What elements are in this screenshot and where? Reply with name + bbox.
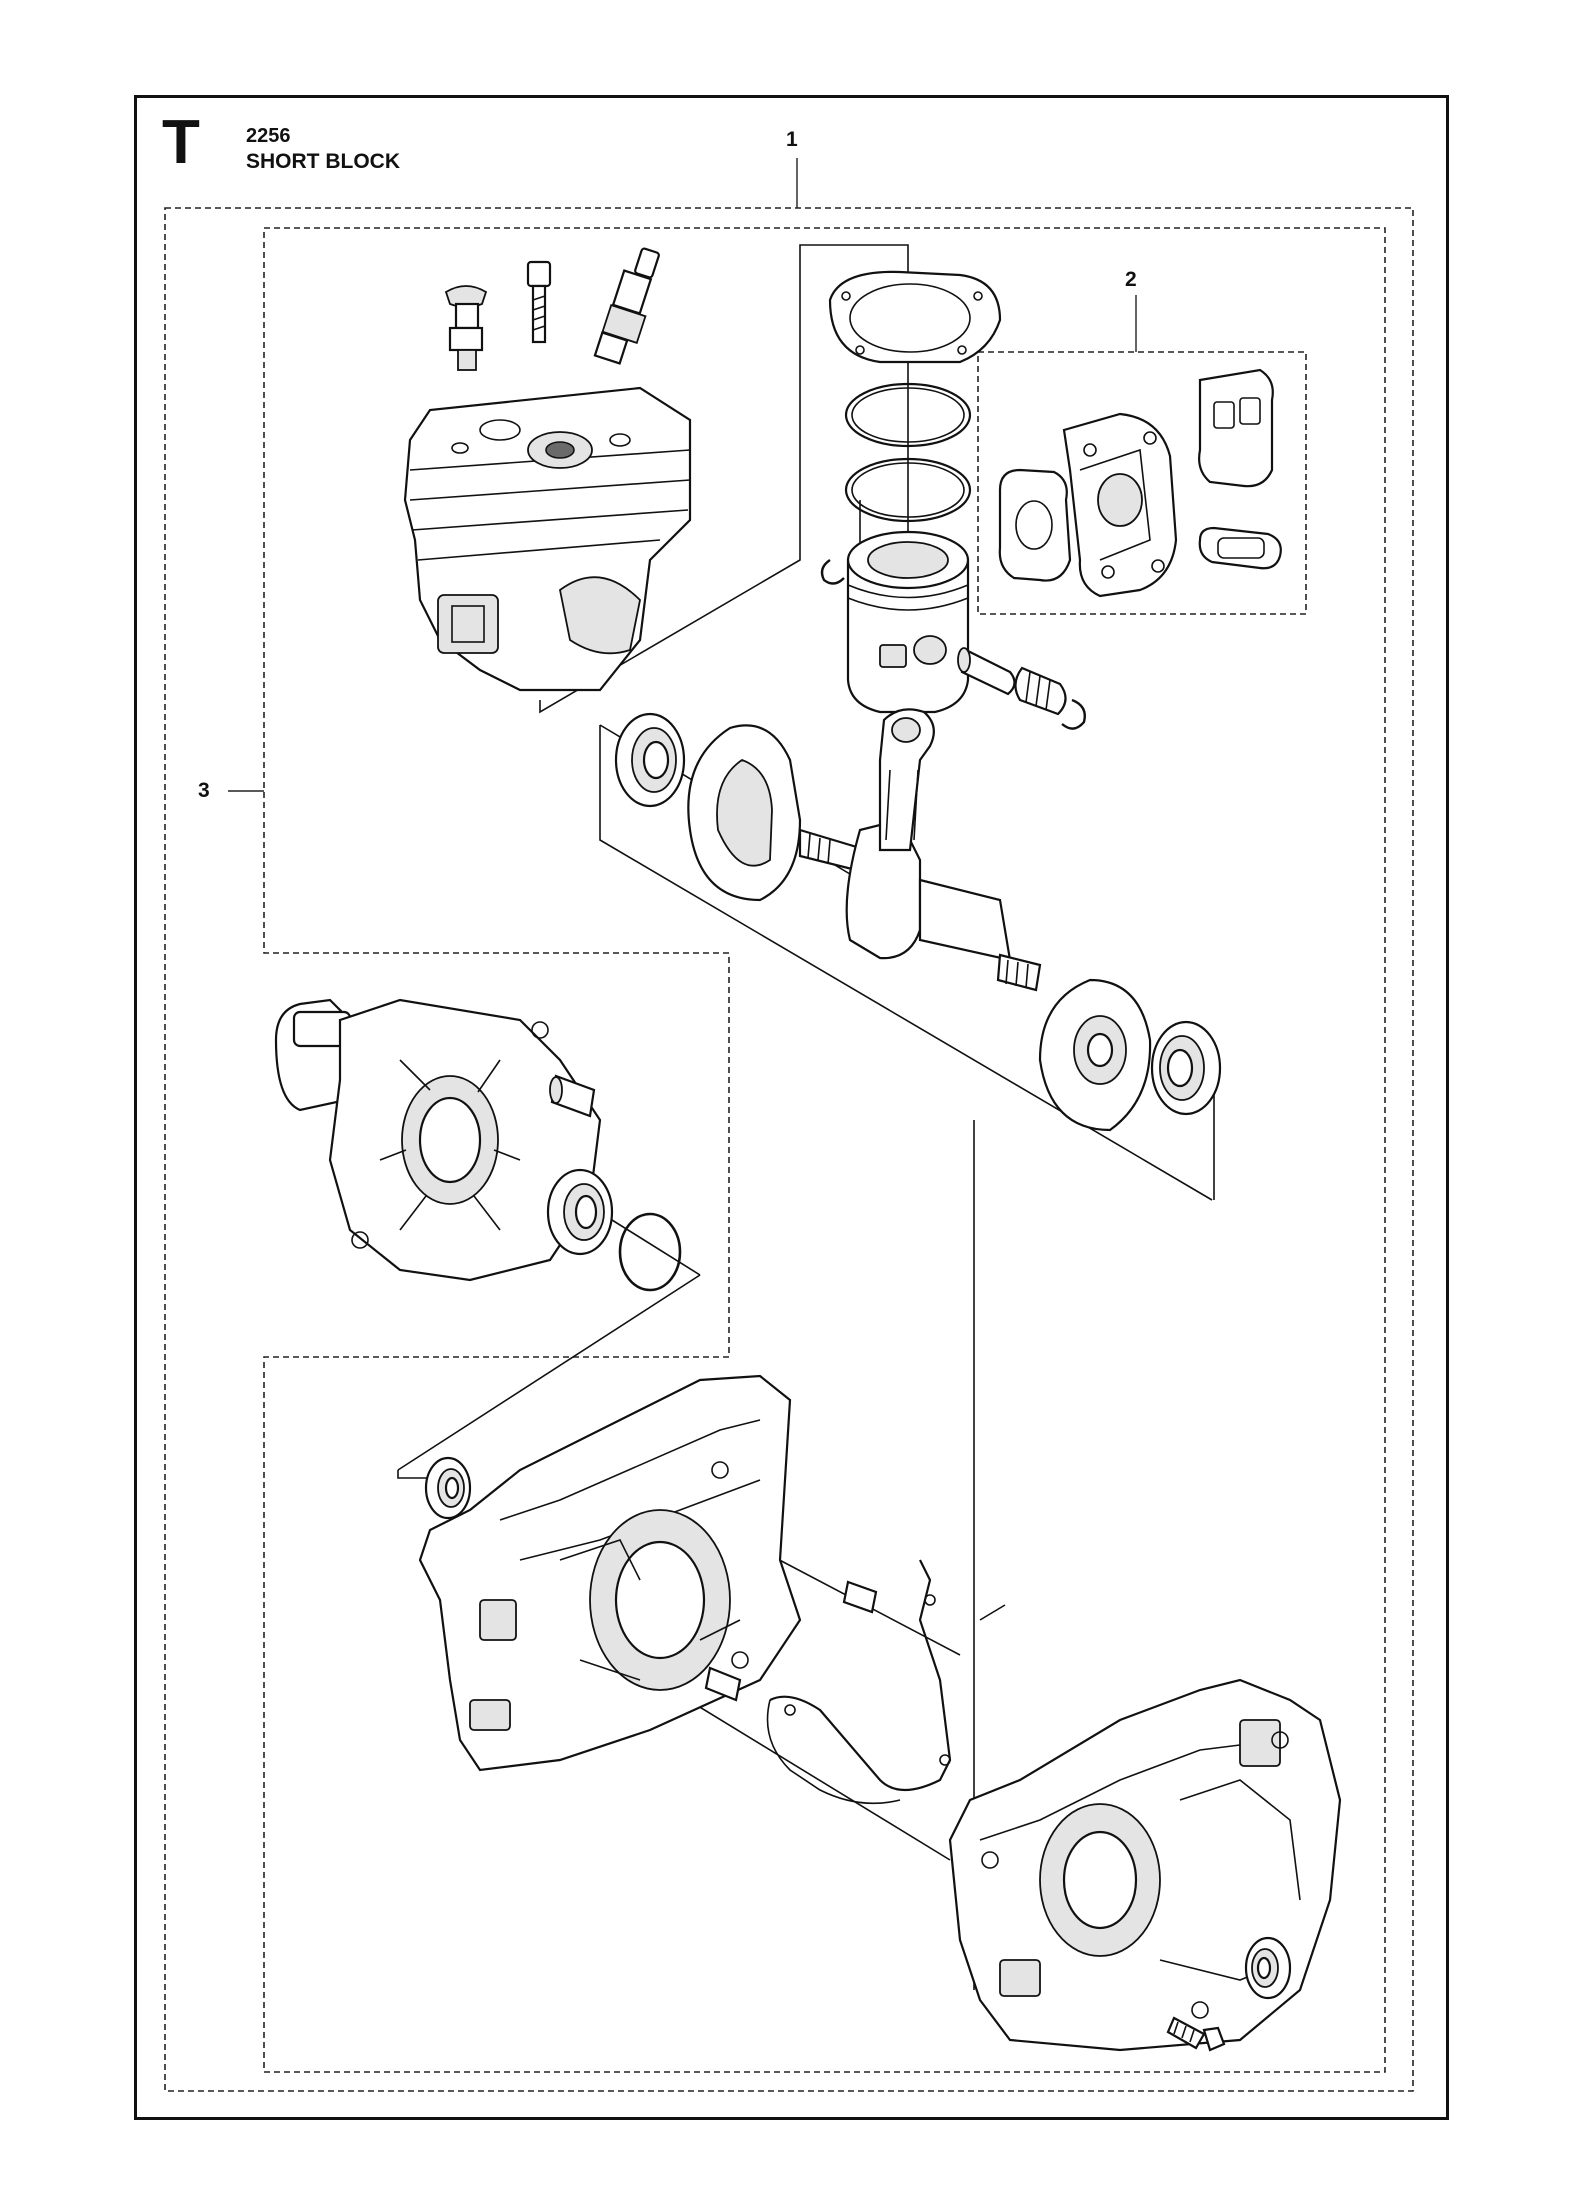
page-frame <box>134 95 1449 2120</box>
guide-pin-icon <box>842 1580 878 1614</box>
group-3-boundary <box>263 227 1386 2073</box>
muffler-gasket-icon <box>1198 526 1282 570</box>
connecting-rod-icon <box>878 708 935 852</box>
spark-plug-icon <box>593 247 660 365</box>
clutch-side-cover-icon <box>274 998 602 1282</box>
intake-flange-icon <box>1062 412 1178 598</box>
oil-seal-icon <box>546 1168 614 1256</box>
piston-ring-icon <box>844 457 972 523</box>
crankcase-gasket-icon <box>766 1559 952 1805</box>
callout-3: 3 <box>198 779 210 802</box>
cylinder-gasket-icon <box>828 270 1002 364</box>
group-2-boundary <box>977 351 1307 615</box>
group-1-boundary <box>164 207 1414 2092</box>
intake-gasket-icon <box>998 468 1072 582</box>
piston-pin-icon <box>957 647 1016 696</box>
crankshaft-icon <box>687 724 1152 1132</box>
crankcase-left-icon <box>418 1374 802 1772</box>
crankcase-right-icon <box>948 1678 1342 2052</box>
section-letter: T <box>162 108 200 177</box>
ball-bearing-icon <box>614 712 686 808</box>
circlip-icon <box>1061 698 1086 730</box>
callout-2: 2 <box>1125 268 1137 291</box>
ball-bearing-icon <box>1150 1020 1222 1116</box>
guide-pin-icon <box>549 1074 596 1118</box>
piston-ring-icon <box>844 382 972 448</box>
crankcase-screw-icon <box>1166 2016 1226 2052</box>
oil-seal-icon <box>424 1456 472 1520</box>
oil-seal-icon <box>1244 1936 1292 2000</box>
circlip-icon <box>820 559 845 585</box>
callout-1: 1 <box>786 128 798 151</box>
piston-icon <box>846 530 970 714</box>
needle-bearing-icon <box>1014 666 1067 716</box>
intake-gasket-icon <box>1198 368 1274 488</box>
sealing-ring-icon <box>618 1212 682 1292</box>
guide-pin-icon <box>704 1666 742 1702</box>
cylinder-icon <box>403 386 692 692</box>
assembly-name: SHORT BLOCK <box>246 150 400 173</box>
model-number: 2256 <box>246 125 291 147</box>
cylinder-screw-icon <box>526 260 552 344</box>
decompression-valve-icon <box>444 285 488 371</box>
